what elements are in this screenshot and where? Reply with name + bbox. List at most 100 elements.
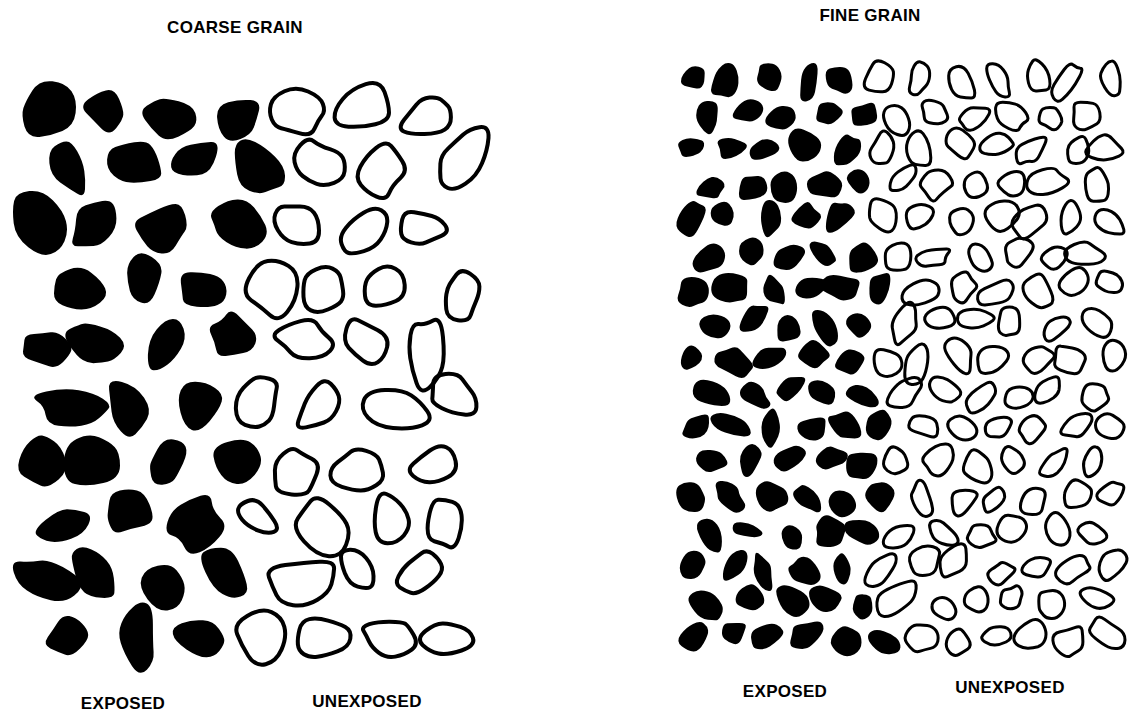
unexposed-grain (274, 207, 319, 245)
exposed-grain (739, 176, 767, 200)
exposed-grain (765, 106, 795, 129)
exposed-grain (793, 485, 821, 512)
unexposed-grain (440, 127, 488, 189)
unexposed-grain (884, 447, 908, 474)
exposed-grain (711, 63, 738, 97)
exposed-grain (847, 169, 870, 193)
exposed-grain (816, 102, 842, 124)
exposed-grain (678, 277, 709, 307)
label-holder: EXPOSED (743, 682, 827, 702)
exposed-grain (770, 172, 797, 203)
exposed-grain (833, 553, 850, 584)
exposed-grain (776, 585, 809, 617)
unexposed-grain (874, 349, 902, 376)
unexposed-grain (909, 62, 929, 95)
exposed-grain (693, 244, 726, 273)
coarse-grain-panel (13, 81, 489, 673)
exposed-grain (846, 453, 877, 479)
unexposed-grain (345, 319, 388, 364)
unexposed-grain (945, 338, 971, 374)
label-holder: FINE GRAIN (819, 6, 920, 26)
unexposed-grain (1099, 550, 1127, 580)
exposed-grain (714, 347, 753, 378)
fine-grain-panel (676, 60, 1127, 657)
unexposed-grain (1023, 274, 1053, 308)
exposed-grain (791, 202, 821, 229)
unexposed-grain (1035, 377, 1060, 403)
unexposed-grain (298, 619, 351, 657)
exposed-grain (49, 141, 85, 195)
unexposed-grain (906, 205, 933, 229)
exposed-grain (127, 253, 161, 303)
unexposed-grain (303, 267, 343, 312)
unexposed-grain (892, 302, 916, 344)
exposed-grain (210, 311, 256, 356)
unexposed-grain (1023, 347, 1054, 374)
exposed-grain (866, 410, 892, 440)
exposed-grain (119, 603, 153, 673)
exposed-grain (740, 306, 769, 332)
unexposed-grain (1016, 137, 1046, 163)
unexposed-grain (940, 544, 966, 577)
unexposed-grain (982, 627, 1011, 645)
unexposed-grain (268, 562, 334, 606)
unexposed-grain (877, 581, 916, 617)
unexposed-grain (923, 444, 954, 476)
unexposed-grain (420, 623, 473, 654)
unexposed-grain (275, 320, 333, 358)
exposed-grain (788, 129, 821, 162)
exposed-grain (23, 332, 72, 367)
unexposed-grain (906, 131, 930, 166)
unexposed-grain (1085, 168, 1108, 202)
unexposed-grain (998, 307, 1019, 336)
unexposed-grain (1097, 482, 1124, 505)
exposed-grain (696, 450, 727, 472)
unexposed-grain (890, 165, 916, 191)
exposed-grain (851, 103, 877, 126)
unexposed-grain (952, 272, 977, 303)
unexposed-grain (983, 487, 1004, 512)
unexposed-grain (410, 446, 456, 482)
exposed-grain (710, 413, 750, 436)
exposed-grain (853, 594, 873, 619)
unexposed-grain (1022, 558, 1051, 577)
exposed-grain (72, 547, 115, 598)
unexposed-grain (1061, 414, 1092, 437)
unexposed-grain (246, 261, 298, 318)
unexposed-grain (1096, 271, 1122, 292)
unexposed-grain (298, 381, 340, 428)
unexposed-grain (1053, 627, 1083, 657)
exposed-grain (179, 382, 222, 431)
unexposed-grain (1019, 416, 1045, 444)
unexposed-grain (865, 554, 896, 587)
unexposed-grain (270, 89, 324, 134)
unexposed-grain (1082, 308, 1112, 337)
exposed-grain (108, 490, 153, 533)
label-holder: UNEXPOSED (312, 692, 421, 712)
exposed-grain (678, 622, 708, 651)
exposed-grain (676, 201, 705, 237)
exposed-grain (64, 436, 120, 486)
exposed-grain (868, 630, 900, 654)
exposed-grain (820, 275, 860, 300)
unexposed-grain (1074, 102, 1101, 130)
label-holder: UNEXPOSED (955, 678, 1064, 698)
unexposed-grain (996, 102, 1028, 130)
exposed-grain (774, 245, 805, 270)
unexposed-grain (885, 243, 911, 270)
exposed-grain (46, 616, 88, 655)
exposed-grain (34, 389, 109, 426)
exposed-grain (711, 202, 734, 226)
unexposed-grain (1064, 480, 1091, 508)
unexposed-grain (967, 525, 996, 548)
unexposed-grain (864, 61, 893, 92)
exposed-grain (235, 139, 285, 193)
unexposed-grain (998, 172, 1025, 196)
exposed-grain (681, 66, 705, 88)
unexposed-grain (1086, 135, 1123, 160)
exposed-grain (809, 586, 842, 613)
exposed-grain (693, 380, 730, 406)
unexposed-grain (296, 498, 349, 556)
unexposed-grain (948, 416, 977, 440)
exposed-grain (722, 623, 746, 644)
